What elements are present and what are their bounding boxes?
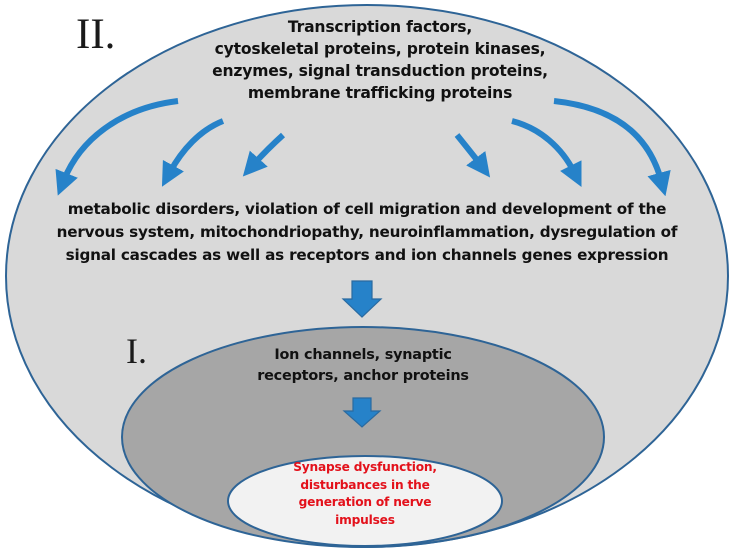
curved-arrow-icon xyxy=(161,118,225,187)
text-line: signal cascades as well as receptors and… xyxy=(65,246,669,264)
curved-arrow-icon xyxy=(242,132,286,177)
text-line: nervous system, mitochondriopathy, neuro… xyxy=(56,223,678,241)
text-line: generation of nerve xyxy=(298,495,432,509)
curved-arrow-icon xyxy=(454,133,491,178)
level-ii-label: II. xyxy=(76,11,116,58)
curved-arrow-icon xyxy=(55,98,179,196)
inner-ellipse-outcome xyxy=(227,455,503,547)
level-i-protein-list: Ion channels, synaptic receptors, anchor… xyxy=(218,345,508,387)
text-line: impulses xyxy=(335,512,395,527)
text-line: receptors, anchor proteins xyxy=(257,368,469,384)
text-line: membrane trafficking proteins xyxy=(247,84,513,102)
consequences-text: metabolic disorders, violation of cell m… xyxy=(14,198,720,267)
block-arrow-down-icon xyxy=(341,280,383,318)
text-line: disturbances in the xyxy=(300,477,430,492)
text-line: enzymes, signal transduction proteins, xyxy=(212,62,548,80)
text-line: metabolic disorders, violation of cell m… xyxy=(67,200,667,218)
level-ii-protein-list: Transcription factors, cytoskeletal prot… xyxy=(160,16,600,104)
curved-arrow-icon xyxy=(553,98,671,197)
text-line: cytoskeletal proteins, protein kinases, xyxy=(214,40,546,58)
outcome-text: Synapse dysfunction, disturbances in the… xyxy=(258,459,472,529)
text-line: Transcription factors, xyxy=(287,18,473,36)
text-line: Synapse dysfunction, xyxy=(293,460,437,474)
text-line: Ion channels, synaptic xyxy=(274,347,452,363)
level-i-label: I. xyxy=(126,331,147,371)
curved-arrow-icon xyxy=(511,118,582,188)
block-arrow-down-icon xyxy=(342,397,382,428)
